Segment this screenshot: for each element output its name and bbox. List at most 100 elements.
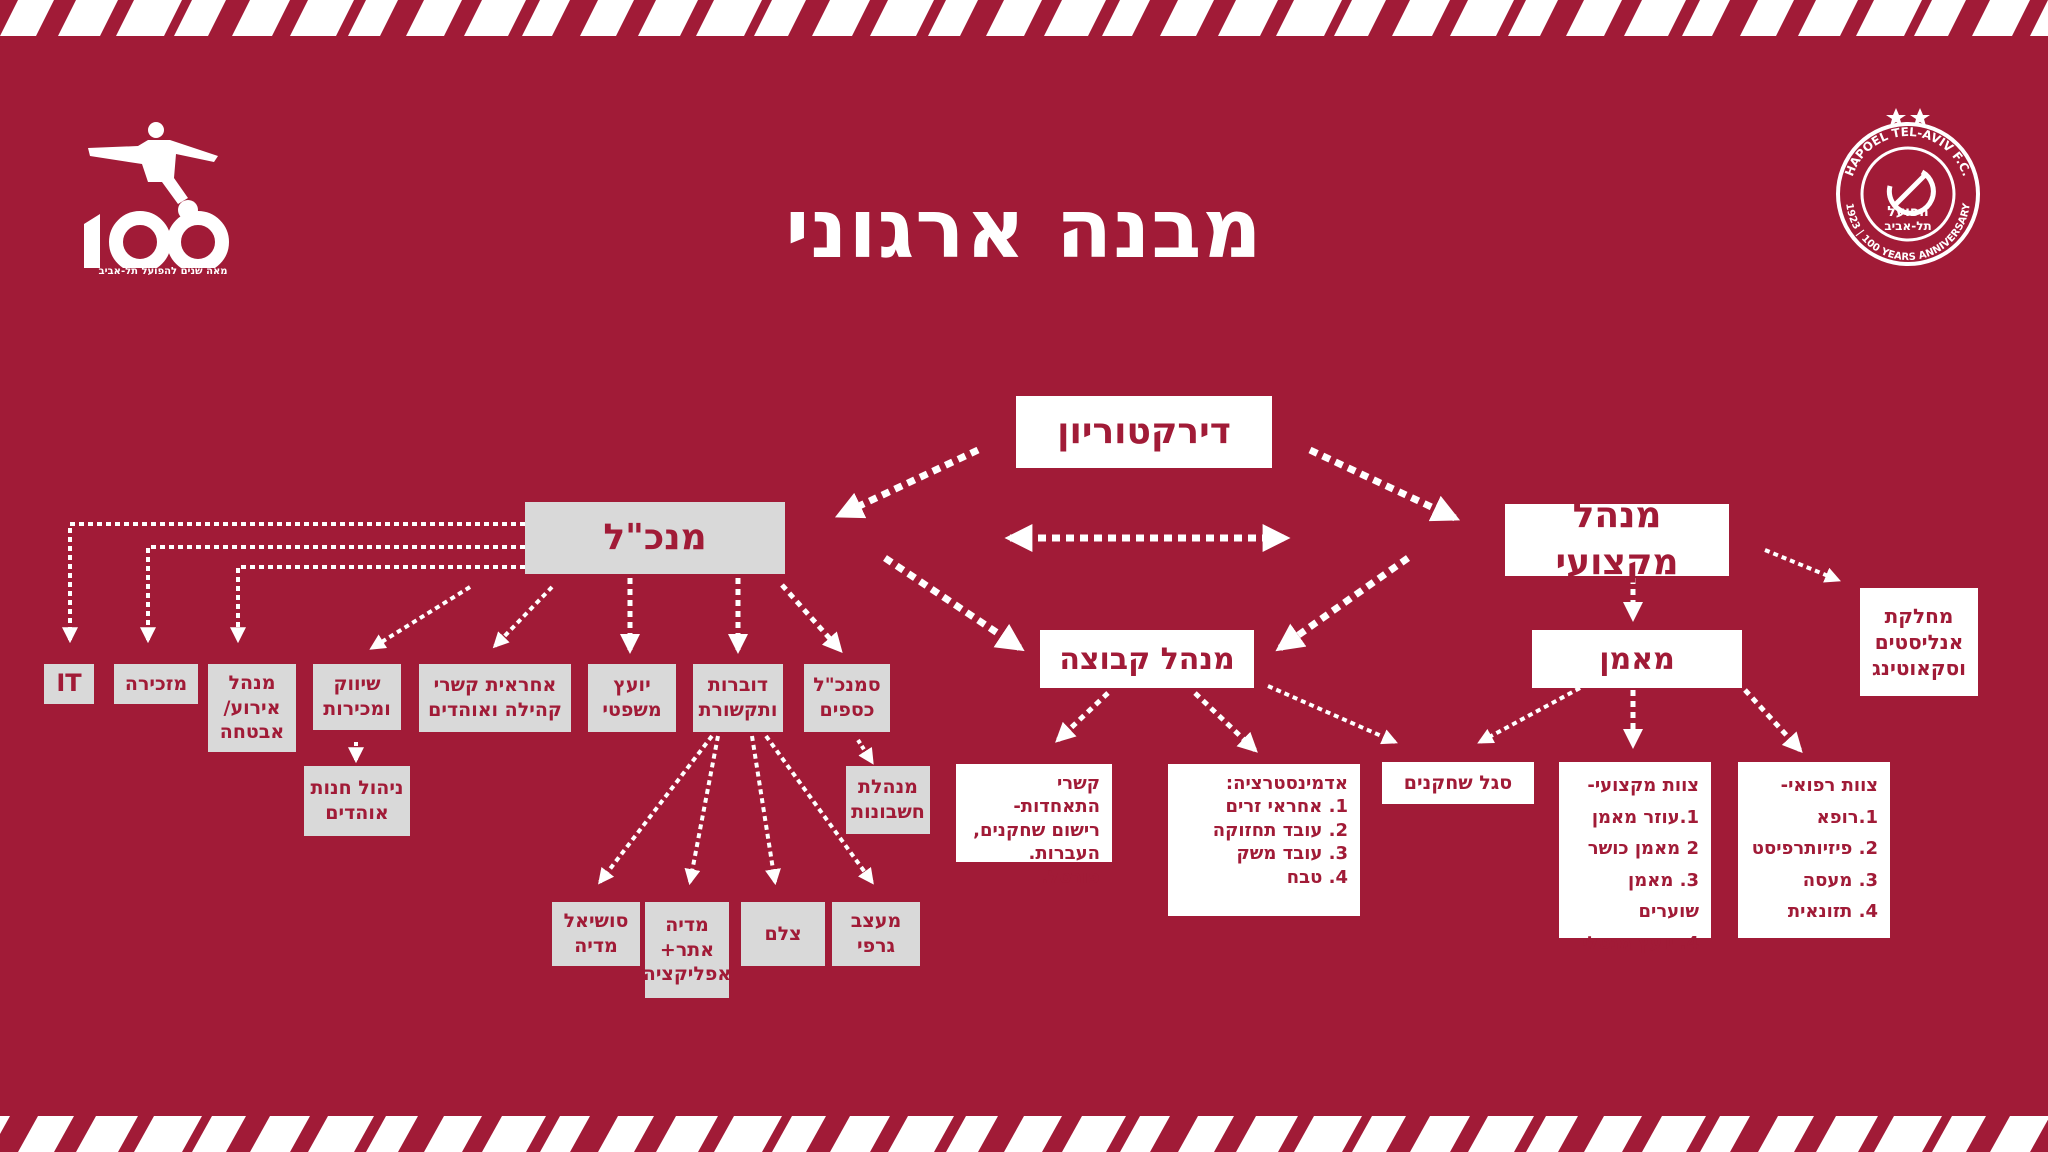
arrow-team-admin <box>1193 691 1258 753</box>
stripe-segment <box>76 1116 138 1152</box>
page-title: מבנה ארגוני <box>785 182 1263 277</box>
stripe-segment <box>1740 0 1794 36</box>
stripe-segment <box>1798 0 1858 36</box>
stripe-segment <box>522 0 570 36</box>
node-secretary: מזכירה <box>114 664 198 704</box>
arrow-dir-pro <box>1308 446 1461 522</box>
arrow-pr-web <box>684 735 720 886</box>
arrow-ceo-event <box>230 565 525 644</box>
stripe-segment <box>1450 0 1514 36</box>
arrow-cfo-accounting <box>856 738 874 765</box>
stripe-segment <box>1816 1116 1878 1152</box>
stripe-segment <box>1700 1116 1750 1152</box>
stripe-segment <box>812 0 870 36</box>
stripe-segment <box>1120 1116 1170 1152</box>
stripe-segment <box>696 0 762 36</box>
stripe-segment <box>1856 0 1922 36</box>
arrow-ceo-community <box>492 585 554 649</box>
stripe-segment <box>1160 0 1214 36</box>
arrow-ceo-cfo <box>780 583 843 653</box>
stripe-segment <box>540 1116 590 1152</box>
stripe-segment <box>830 1116 890 1152</box>
centennial-logo: מאה שנים להפועל תל-אביב <box>78 118 238 288</box>
stripe-segment <box>1874 1116 1942 1152</box>
stripe-segment <box>0 0 54 36</box>
stripe-segment <box>482 1116 546 1152</box>
stripe-segment <box>290 0 354 36</box>
arrow-pro-team <box>1275 555 1411 652</box>
stripe-segment <box>1526 1116 1578 1152</box>
arrow-ceo-team <box>883 555 1025 652</box>
stripe-segment <box>134 1116 202 1152</box>
stripe-segment <box>58 0 118 36</box>
arrow-team-squad <box>1267 684 1398 745</box>
node-pro-staff: צוות מקצועי- 1.עוזר מאמן 2 מאמן כושר 3. … <box>1559 762 1711 954</box>
stripe-segment <box>1642 1116 1706 1152</box>
stripe-segment <box>772 1116 826 1152</box>
stripe-segment <box>1566 0 1622 36</box>
stripe-segment <box>1468 1116 1534 1152</box>
node-web-media: מדיה אתר+ אפליקציה <box>643 902 731 998</box>
stripe-segment <box>1932 1116 1986 1152</box>
stripe-segment <box>1276 0 1342 36</box>
arrow-pro-analysts <box>1764 548 1841 583</box>
node-directorate: דירקטוריון <box>1016 396 1272 468</box>
arrow-pr-social <box>598 734 714 885</box>
logo-tagline: מאה שנים להפועל תל-אביב <box>98 266 228 277</box>
stripe-segment <box>174 0 226 36</box>
stripe-segment <box>1004 1116 1062 1152</box>
stripe-segment <box>424 1116 482 1152</box>
arrow-coach-medical <box>1743 688 1803 753</box>
node-pr: דוברות ותקשורת <box>693 664 783 732</box>
stripe-segment <box>406 0 462 36</box>
node-legal: יועץ משפטי <box>588 664 676 732</box>
club-crest: הפועל תל-אביב HAPOEL TEL-AVIV F.C. 1923 … <box>1830 94 2002 266</box>
stripe-segment <box>946 1116 998 1152</box>
stripe-segment <box>986 0 1042 36</box>
node-cfo: סמנכ"ל כספים <box>804 664 890 732</box>
stripe-segment <box>638 0 698 36</box>
stripe-segment <box>580 0 634 36</box>
stripe-segment <box>1178 1116 1234 1152</box>
node-squad: סגל שחקנים <box>1382 762 1534 804</box>
node-analysts: מחלקת אנליסטים וסקאוטינג <box>1860 588 1978 696</box>
node-marketing: שיווק ומכירות <box>313 664 401 730</box>
stripe-segment <box>1294 1116 1362 1152</box>
stripe-segment <box>598 1116 654 1152</box>
stripe-segment <box>1990 1116 2048 1152</box>
stripe-segment <box>1334 0 1386 36</box>
stripe-segment <box>1758 1116 1814 1152</box>
stripe-segment <box>308 1116 374 1152</box>
stripe-segment <box>928 0 978 36</box>
node-community: אחראית קשרי קהילה ואוהדים <box>419 664 571 732</box>
arrow-ceo-secretary <box>140 545 525 644</box>
crest-hebrew-1: הפועל <box>1887 204 1928 220</box>
node-fan-shop: ניהול חנות אוהדים <box>304 766 410 836</box>
stripe-segment <box>348 0 398 36</box>
stripe-segment <box>1392 0 1450 36</box>
stripe-segment <box>714 1116 782 1152</box>
stripe-segment <box>1102 0 1150 36</box>
node-admin: אדמינסטרציה: 1. אחראי זרים 2. עובד תחזוק… <box>1168 764 1360 916</box>
stripe-segment <box>18 1116 74 1152</box>
arrow-pr-designer <box>764 734 874 885</box>
arrow-ceo-it <box>62 522 525 644</box>
node-medical: צוות רפואי- 1.רופא 2. פיזיותרפיסט 3. מעס… <box>1738 762 1890 938</box>
node-team-manager: מנהל קבוצה <box>1040 630 1254 688</box>
stripe-segment <box>1352 1116 1406 1152</box>
arrow-coach-squad <box>1477 686 1581 744</box>
stripe-segment <box>1624 0 1686 36</box>
crest-hebrew-2: תל-אביב <box>1884 219 1931 233</box>
stripe-segment <box>366 1116 418 1152</box>
stripe-segment <box>1972 0 2030 36</box>
arrow-team-federation <box>1055 691 1110 743</box>
stripe-segment <box>2030 0 2048 36</box>
stripe-segment <box>1236 1116 1298 1152</box>
bottom-stripe-band <box>0 1116 2048 1152</box>
node-accounting: מנהלת חשבונות <box>846 766 930 834</box>
node-designer: מעצב גרפי <box>832 902 920 966</box>
stripe-segment <box>1062 1116 1126 1152</box>
node-federation: קשרי התאחדות- רישום שחקנים, העברות. פורט… <box>956 764 1112 888</box>
node-ceo: מנכ"ל <box>525 502 785 574</box>
